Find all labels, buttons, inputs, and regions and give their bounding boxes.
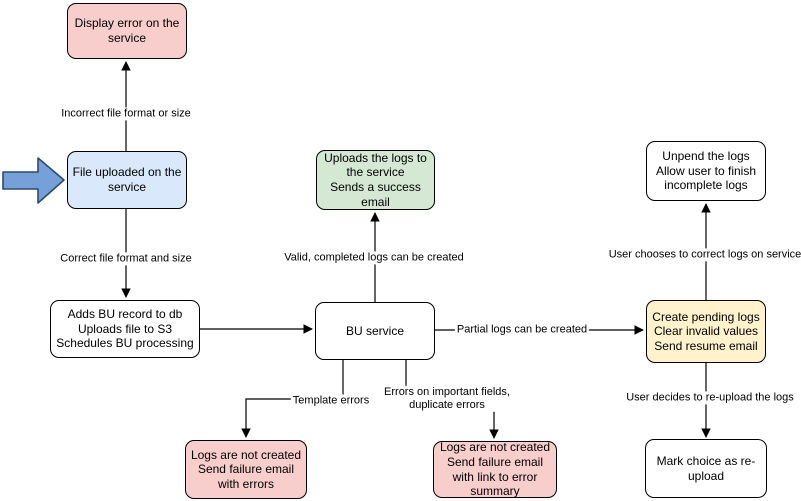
input-arrow-icon (2, 157, 65, 204)
node-display-error: Display error on the service (67, 3, 187, 59)
node-bu-service: BU service (315, 302, 435, 360)
edge-label-incorrect-format: Incorrect file format or size (59, 107, 193, 121)
node-unpend-logs: Unpend the logs Allow user to finish inc… (646, 141, 766, 201)
node-mark-choice-reupload: Mark choice as re- upload (645, 439, 767, 498)
edge-label-template-errors: Template errors (290, 394, 372, 408)
node-uploads-logs: Uploads the logs to the service Sends a … (316, 150, 435, 210)
edge-label-reupload: User decides to re-upload the logs (624, 391, 796, 405)
edge-label-partial-logs: Partial logs can be created (454, 323, 590, 337)
edge-label-important-errors: Errors on important fields, duplicate er… (382, 385, 512, 413)
edge-label-choose-correct: User chooses to correct logs on service (606, 248, 801, 262)
node-logs-not-created-errors: Logs are not created Send failure email … (185, 440, 307, 499)
edge-label-valid-logs: Valid, completed logs can be created (282, 251, 466, 265)
node-file-uploaded: File uploaded on the service (67, 151, 187, 209)
node-logs-not-created-summary: Logs are not created Send failure email … (433, 440, 557, 498)
node-adds-bu-record: Adds BU record to db Uploads file to S3 … (50, 300, 200, 358)
node-create-pending-logs: Create pending logs Clear invalid values… (646, 300, 766, 363)
edge-label-correct-format: Correct file format and size (58, 252, 194, 266)
